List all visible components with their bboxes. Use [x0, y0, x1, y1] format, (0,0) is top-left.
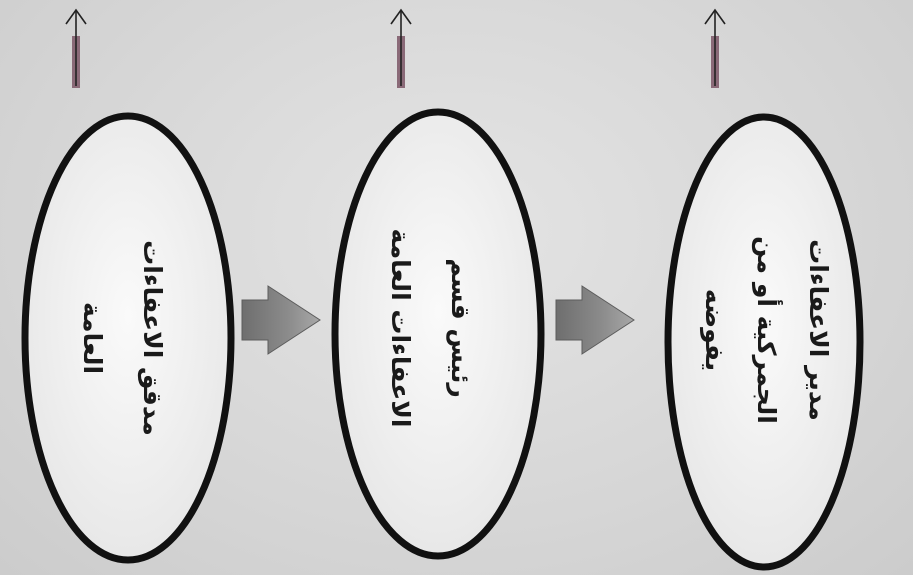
node-ellipse-1 [21, 112, 235, 564]
node-1-line-1: مدقق الاعفاءات [138, 240, 167, 436]
node-2-line-1: رئيس قسم [446, 258, 475, 398]
node-3-line-2: الجمركية أو من [752, 236, 781, 424]
node-ellipse-2 [331, 108, 545, 560]
node-3-line-1: مدير الاعفاءات [804, 239, 833, 421]
up-arrow-1 [65, 8, 87, 88]
node-2-line-2: الاعفاءات العامة [386, 228, 415, 428]
up-arrow-2 [390, 8, 412, 88]
node-3-line-3: يفوضه [700, 288, 729, 372]
node-ellipse-3 [664, 113, 864, 571]
connector-arrow-2 [555, 285, 635, 355]
node-1-line-2: العامة [78, 301, 107, 375]
up-arrow-3 [704, 8, 726, 88]
connector-arrow-1 [241, 285, 321, 355]
